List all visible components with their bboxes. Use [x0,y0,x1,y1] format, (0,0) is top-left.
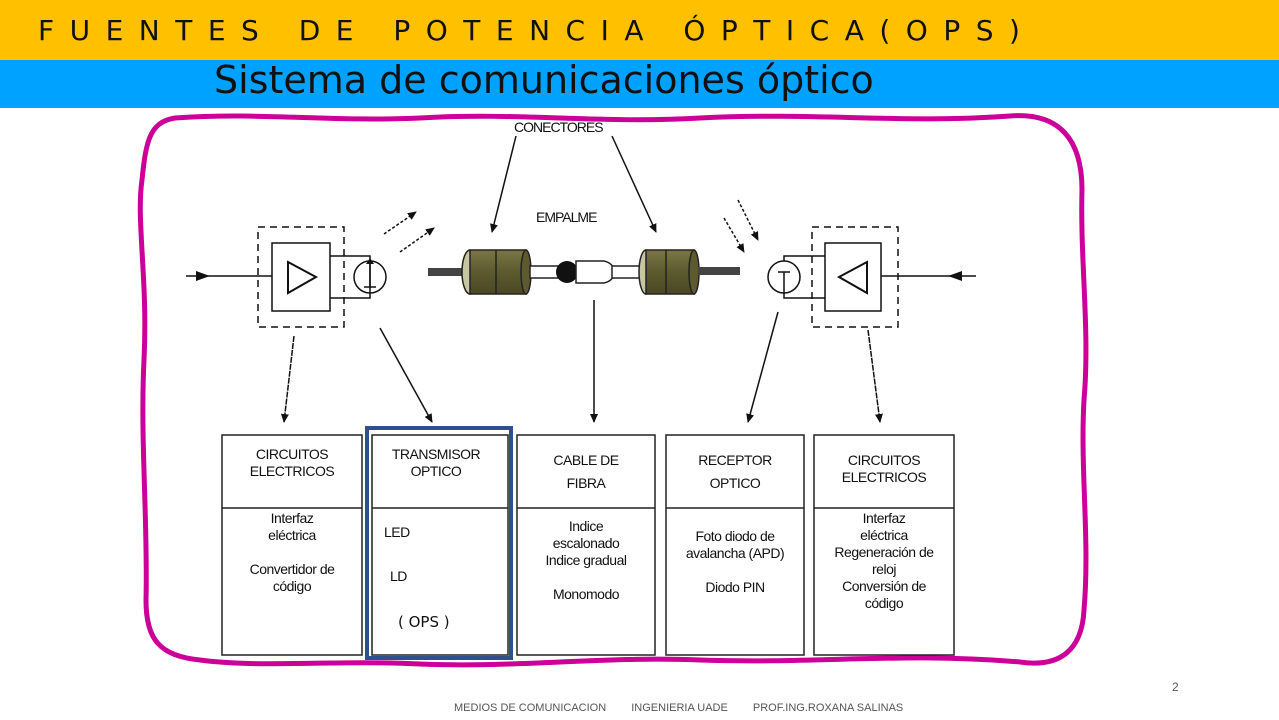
transmitter-amplifier-box [271,242,331,312]
footer-course: MEDIOS DE COMUNICACION [454,702,607,714]
slide-title: FUENTES DE POTENCIA ÓPTICA(OPS) [38,14,1036,47]
transmitter-highlight-box [365,426,513,660]
amplifier-triangle-icon [287,260,319,295]
transmitter-ops: ( OPS ) [398,613,450,631]
input-arrow-icon [196,271,210,281]
subtitle-band [0,60,1279,108]
connector-left [469,249,527,295]
received-light-arrow-icon [723,217,745,253]
connector-right [645,249,695,295]
splice-label: EMPALME [536,209,597,225]
splice-joint-icon [556,261,578,283]
amplifier-triangle-icon [836,260,868,295]
fiber-segment-right [698,267,740,275]
footer-professor: PROF.ING.ROXANA SALINAS [752,702,904,714]
transmitter-dashed-box [257,226,345,328]
footer: MEDIOS DE COMUNICACION INGENIERIA UADE P… [454,702,925,714]
fiber-segment-left [428,268,472,276]
emitted-light-arrow-icon [399,227,435,253]
connector-pointer-arrow [490,135,517,233]
box-optical-receiver [665,434,805,656]
box-fiber-cable [516,434,656,656]
box-electrical-circuits-tx [221,434,363,656]
receiver-dashed-box [811,226,899,328]
highlight-outline [137,113,1089,668]
title-band [0,0,1279,60]
transmitter-led: LED [384,524,410,540]
box-electrical-circuits-rx [813,434,955,656]
receiver-amplifier-box [824,242,882,312]
connector-pointer-arrow [611,135,657,233]
splice-sleeve-icon [575,260,616,284]
received-light-arrow-icon [737,199,759,241]
output-arrow-icon [948,271,962,281]
connectors-label: CONECTORES [514,119,603,135]
page-number: 2 [1172,680,1179,694]
box-optical-transmitter [371,434,509,656]
slide-subtitle: Sistema de comunicaciones óptico [214,58,874,102]
transmitter-ld: LD [390,568,407,584]
emitted-light-arrow-icon [383,211,417,235]
footer-institution: INGENIERIA UADE [631,702,728,714]
